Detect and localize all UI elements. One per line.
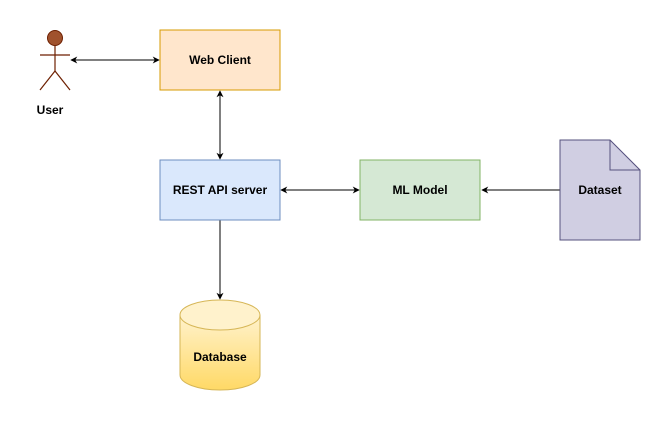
ml-model-label: ML Model bbox=[392, 183, 447, 197]
dataset-node: Dataset bbox=[559, 139, 641, 241]
database-cylinder-icon bbox=[179, 299, 261, 391]
web-client-label: Web Client bbox=[189, 53, 251, 67]
database-label: Database bbox=[193, 350, 247, 364]
rest-api-node: REST API server bbox=[159, 159, 281, 221]
dataset-label: Dataset bbox=[578, 183, 621, 197]
rest-api-label: REST API server bbox=[173, 183, 268, 197]
user-icon bbox=[39, 30, 71, 91]
edges bbox=[70, 56, 560, 300]
dataset-document-icon bbox=[559, 139, 641, 241]
web-client-node: Web Client bbox=[159, 29, 281, 91]
user-actor: User bbox=[37, 30, 71, 117]
ml-model-node: ML Model bbox=[359, 159, 481, 221]
database-node: Database bbox=[179, 299, 261, 391]
user-label: User bbox=[37, 103, 64, 117]
